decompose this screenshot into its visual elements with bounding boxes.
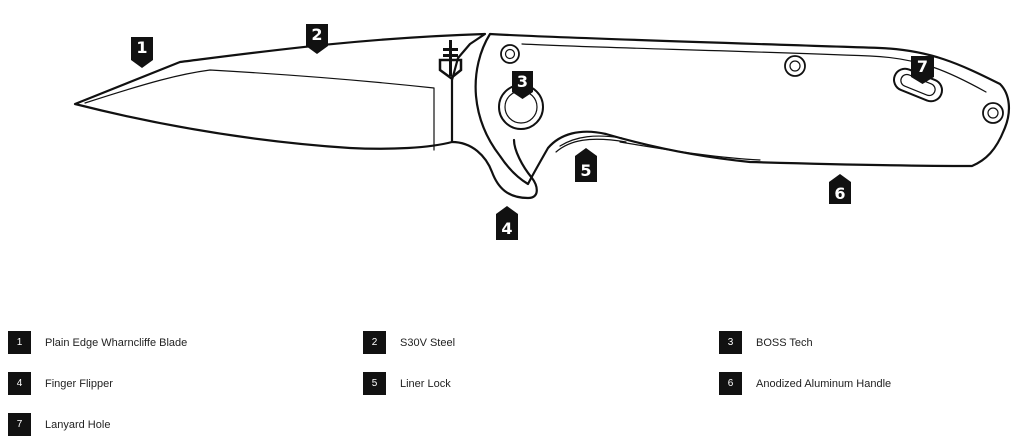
- svg-text:1: 1: [136, 38, 147, 57]
- legend-number-badge: 3: [719, 331, 742, 354]
- callout-marker-6: 6: [829, 174, 851, 204]
- callout-marker-1: 1: [131, 37, 153, 68]
- legend-item-7: 7 Lanyard Hole: [8, 413, 110, 436]
- legend-label: Finger Flipper: [45, 377, 113, 390]
- legend-number-badge: 5: [363, 372, 386, 395]
- callout-marker-5: 5: [575, 148, 597, 182]
- screw-rear: [982, 102, 1004, 124]
- blade-grind-line: [84, 69, 435, 151]
- svg-text:5: 5: [580, 161, 591, 180]
- legend-label: Anodized Aluminum Handle: [756, 377, 892, 390]
- legend-number-badge: 1: [8, 331, 31, 354]
- callout-marker-2: 2: [306, 24, 328, 54]
- handle-bevel-lower: [619, 141, 761, 161]
- legend-label: Plain Edge Wharncliffe Blade: [45, 336, 188, 349]
- liner-lock-ridges: [555, 135, 627, 153]
- svg-text:3: 3: [517, 72, 528, 91]
- legend-item-2: 2 S30V Steel: [363, 331, 455, 354]
- legend-number-badge: 6: [719, 372, 742, 395]
- legend-label: Liner Lock: [400, 377, 451, 390]
- legend-number-badge: 7: [8, 413, 31, 436]
- handle-outline: [474, 32, 1010, 186]
- legend-item-1: 1 Plain Edge Wharncliffe Blade: [8, 331, 187, 354]
- screw-front: [500, 44, 520, 64]
- callout-marker-3: 3: [512, 71, 533, 99]
- svg-text:7: 7: [917, 57, 928, 76]
- legend-label: Lanyard Hole: [45, 418, 111, 431]
- callout-marker-4: 4: [496, 206, 518, 240]
- screw-mid: [784, 55, 806, 77]
- svg-text:4: 4: [501, 219, 512, 238]
- legend-number-badge: 4: [8, 372, 31, 395]
- legend-label: S30V Steel: [400, 336, 456, 349]
- legend-item-6: 6 Anodized Aluminum Handle: [719, 372, 891, 395]
- svg-text:6: 6: [834, 184, 845, 203]
- legend-item-4: 4 Finger Flipper: [8, 372, 113, 395]
- legend-item-3: 3 BOSS Tech: [719, 331, 813, 354]
- callout-marker-7: 7: [911, 56, 934, 84]
- legend-item-5: 5 Liner Lock: [363, 372, 451, 395]
- brand-logo-icon: [438, 40, 463, 80]
- knife-diagram: 1 2 3 4 5 6 7: [73, 24, 1010, 240]
- legend-number-badge: 2: [363, 331, 386, 354]
- legend-label: BOSS Tech: [756, 336, 813, 349]
- flipper-tab-outline: [450, 138, 538, 200]
- svg-text:2: 2: [311, 25, 322, 44]
- handle-bevel-line: [521, 43, 987, 93]
